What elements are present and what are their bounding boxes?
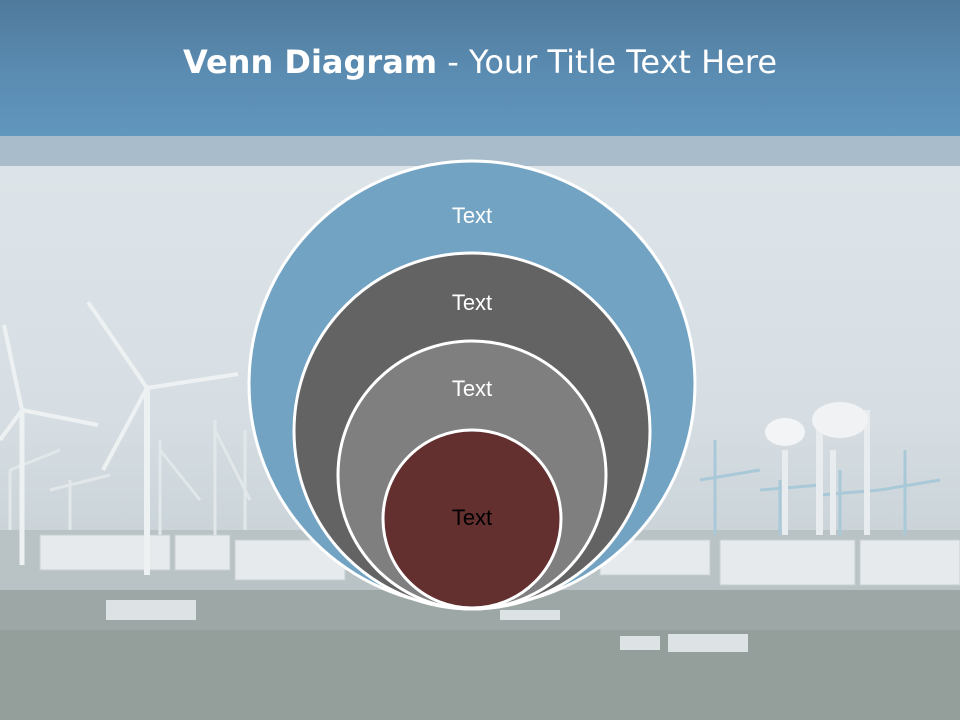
foreground-dark [0, 630, 960, 720]
venn-circle-inner [381, 428, 563, 610]
header-bar [0, 0, 960, 136]
slide-title-rest: - Your Title Text Here [437, 43, 778, 81]
wind-turbines [0, 300, 239, 575]
cranes-right [699, 440, 941, 535]
venn-label-third: Text [451, 376, 493, 401]
venn-label-outer: Text [451, 203, 493, 228]
chimneys [765, 402, 870, 535]
cranes-left [8, 420, 252, 535]
buildings [106, 600, 748, 652]
venn-label-second: Text [451, 290, 493, 315]
slide-title-bold: Venn Diagram [182, 43, 438, 81]
venn-label-inner: Text [451, 505, 493, 530]
slide-title: Venn Diagram - Your Title Text Here [0, 40, 960, 84]
